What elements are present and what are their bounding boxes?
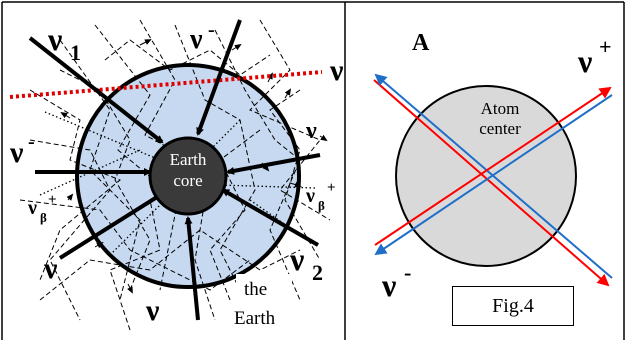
nu-beta-left-label: ν β + [27, 192, 57, 225]
svg-text:ν: ν [27, 197, 37, 219]
nu-left-label: ν - [9, 131, 35, 169]
incoming-neutrino-arrows [28, 19, 321, 321]
svg-text:+: + [48, 192, 57, 208]
panel-letter-a: A [412, 30, 430, 56]
red-line-down [373, 79, 610, 287]
svg-text:-: - [28, 131, 35, 153]
svg-text:+: + [327, 180, 336, 196]
nu-plus-label: ν + [577, 34, 612, 79]
svg-text:2: 2 [312, 260, 323, 285]
svg-text:ν: ν [47, 21, 62, 57]
red-dotted-line [9, 70, 323, 99]
blue-line-down [374, 94, 613, 256]
core-label-line2: core [173, 171, 202, 190]
svg-text:ν: ν [189, 24, 203, 55]
svg-text:ν: ν [305, 185, 315, 207]
nu2-label: ν 2 [289, 241, 323, 285]
svg-text:ν: ν [577, 43, 592, 79]
core-label-line1: Earth [170, 150, 207, 169]
nu-right-label: ν [329, 54, 344, 87]
figure-caption: Fig.4 [452, 286, 574, 326]
svg-text:+: + [599, 34, 612, 59]
nu-bottom-label: ν [145, 294, 160, 327]
nu-mid-right-label: ν [305, 118, 317, 144]
svg-text:-: - [208, 19, 215, 41]
neutrino-scatter-paths [19, 19, 331, 331]
svg-text:ν: ν [9, 136, 24, 169]
nu-minus-label: ν - [381, 260, 411, 303]
earth-core [148, 136, 228, 216]
dotted-paths [39, 111, 316, 256]
red-line-up [374, 86, 612, 246]
nu-beta-right-label: ν β + [305, 180, 336, 213]
atom-label-line1: Atom [481, 99, 520, 118]
nu-top-label: ν - [189, 19, 215, 55]
earth-label-line2: Earth [234, 308, 276, 329]
atom-label-line2: center [479, 119, 521, 138]
earth-panel: Earth core ν 1 ν - ν ν ν - ν β + ν β + ν… [9, 19, 344, 334]
svg-text:-: - [404, 260, 411, 285]
nu1-label: ν 1 [47, 21, 81, 65]
svg-text:β: β [318, 198, 325, 213]
svg-text:ν: ν [381, 267, 396, 303]
svg-text:ν: ν [289, 241, 304, 277]
earth-label-line1: the [244, 279, 267, 300]
atom-panel: A Atom center ν + ν - [373, 30, 613, 303]
blue-line-up [374, 73, 613, 279]
nu-bottom-left-label: ν [43, 252, 58, 285]
svg-text:1: 1 [70, 40, 81, 65]
svg-text:β: β [40, 210, 47, 225]
